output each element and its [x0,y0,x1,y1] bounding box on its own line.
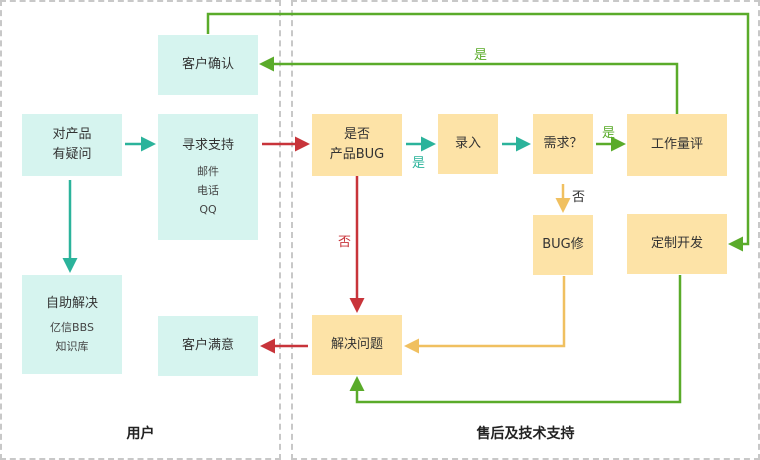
user-lane [0,0,281,460]
node-has-question-line1: 对产品 [52,127,92,142]
lane-title-support: 售后及技术支持 [476,426,575,442]
node-self-help-kb: 知识库 [55,339,89,353]
node-is-bug-line1: 是否 [343,127,370,142]
node-solve: 解决问题 [312,315,402,375]
node-requirement: 需求？ [533,114,593,174]
edge-workload-to-confirm [259,56,679,114]
node-customer-confirm-label: 客户确认 [181,57,234,72]
node-customer-satisfied: 客户满意 [158,316,258,376]
node-seek-support: 寻求支持 邮件 电话 QQ [158,114,258,240]
label-req-yes: 是 [602,126,616,141]
node-self-help-bbs: 亿信BBS [50,320,94,334]
node-seek-support-email: 邮件 [197,164,219,178]
node-record: 录入 [438,114,498,174]
node-customer-satisfied-label: 客户满意 [181,338,234,353]
edge-bugfix-to-solve [404,276,566,354]
label-confirm-yes: 是 [474,48,488,63]
lane-title-user: 用户 [126,426,155,442]
node-custom-dev-label: 定制开发 [650,236,703,251]
node-workload-label: 工作量评 [650,137,703,152]
node-solve-label: 解决问题 [330,337,383,352]
node-workload: 工作量评 [627,114,727,176]
node-seek-support-phone: 电话 [197,183,219,197]
node-bug-fix: BUG修 [533,215,593,275]
node-has-question-line2: 有疑问 [52,147,92,162]
node-bug-fix-label: BUG修 [542,237,584,252]
edge-confirm-to-customdev [206,12,750,252]
edge-customdev-to-solve [349,275,682,404]
node-self-help: 自助解决 亿信BBS 知识库 [22,275,122,374]
node-has-question: 对产品 有疑问 [22,114,122,176]
label-isbug-yes: 是 [412,156,426,171]
node-seek-support-title: 寻求支持 [181,137,234,153]
node-is-bug: 是否 产品BUG [312,114,402,176]
node-seek-support-qq: QQ [199,202,217,216]
label-isbug-no: 否 [338,235,352,250]
support-lane [291,0,760,460]
node-custom-dev: 定制开发 [627,214,727,274]
node-customer-confirm: 客户确认 [158,35,258,95]
node-record-label: 录入 [454,136,481,151]
node-self-help-title: 自助解决 [45,295,98,311]
label-req-no: 否 [572,190,586,205]
node-requirement-label: 需求？ [543,136,583,151]
node-is-bug-line2: 产品BUG [329,147,385,162]
